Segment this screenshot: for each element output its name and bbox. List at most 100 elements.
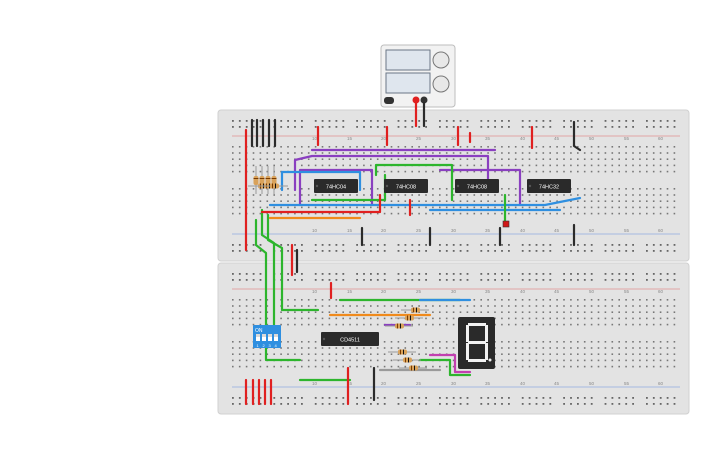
resistor[interactable] — [401, 307, 429, 313]
resistor[interactable] — [399, 365, 427, 371]
column-number-label: 60 — [658, 289, 664, 294]
column-number-label: 10 — [312, 228, 318, 233]
dip-switch-toggle[interactable] — [268, 334, 272, 341]
column-number-label: 30 — [451, 228, 457, 233]
wire-green — [254, 218, 302, 362]
wire-purple — [293, 154, 490, 192]
column-number-label: 30 — [451, 289, 457, 294]
column-number-label: 45 — [554, 289, 560, 294]
ic-chip-74hc32[interactable]: 74HC32 — [527, 179, 571, 193]
column-number-label: 60 — [658, 136, 664, 141]
dip-switch-on-label: ON — [255, 328, 263, 334]
column-number-label: 10 — [312, 289, 318, 294]
resistor[interactable] — [395, 315, 423, 321]
column-number-label: 25 — [416, 381, 422, 386]
ic-chip-label: 74HC32 — [539, 185, 559, 191]
column-number-label: 15 — [347, 136, 353, 141]
power-switch-icon — [384, 97, 394, 104]
resistor[interactable] — [385, 323, 413, 329]
column-number-label: 45 — [554, 228, 560, 233]
wire-magenta — [428, 353, 472, 374]
column-number-label: 10 — [312, 136, 318, 141]
column-number-label: 55 — [624, 136, 630, 141]
dip-switch-position-label: 3 — [269, 343, 272, 348]
column-number-label: 20 — [381, 136, 387, 141]
breadboard-bottom[interactable] — [217, 262, 690, 415]
wire-black — [572, 120, 582, 152]
resistor[interactable] — [259, 166, 265, 194]
column-number-label: 50 — [589, 289, 595, 294]
column-number-label: 25 — [416, 228, 422, 233]
column-number-label: 15 — [347, 381, 353, 386]
column-number-label: 30 — [451, 381, 457, 386]
column-number-label: 60 — [658, 381, 664, 386]
column-number-label: 50 — [589, 136, 595, 141]
wire-blue — [268, 196, 582, 207]
positive-terminal-icon — [412, 96, 420, 104]
column-number-label: 60 — [658, 228, 664, 233]
column-number-label: 40 — [520, 136, 526, 141]
dip-switch-position-label: 1 — [257, 343, 260, 348]
ic-chip-label: 74HC08 — [396, 185, 416, 191]
current-knob-icon — [432, 75, 450, 93]
column-number-label: 15 — [347, 228, 353, 233]
resistor[interactable] — [271, 166, 277, 194]
column-number-label: 20 — [381, 381, 387, 386]
dip-switch-toggle[interactable] — [274, 334, 278, 341]
column-number-label: 25 — [416, 136, 422, 141]
column-number-label: 55 — [624, 289, 630, 294]
seven-segment-display[interactable] — [458, 317, 495, 369]
dip-switch-position-label: 2 — [263, 343, 266, 348]
column-number-label: 55 — [624, 381, 630, 386]
led-icon[interactable] — [502, 220, 510, 228]
ic-chip-label: 74HC08 — [467, 185, 487, 191]
wire-red — [260, 193, 382, 214]
column-number-label: 45 — [554, 136, 560, 141]
column-number-label: 20 — [381, 228, 387, 233]
ic-chip-74hc08[interactable]: 74HC08 — [384, 179, 428, 193]
wire-green — [418, 358, 472, 377]
ic-chip-label: 74HC04 — [326, 185, 346, 191]
column-number-label: 15 — [347, 289, 353, 294]
resistor[interactable] — [253, 166, 259, 194]
dip-switch-toggle[interactable] — [262, 334, 266, 341]
wire-purple — [298, 168, 374, 207]
column-number-label: 35 — [485, 289, 491, 294]
dip-switch-position-label: 4 — [275, 343, 278, 348]
dip-switch-toggle[interactable] — [256, 334, 260, 341]
column-number-label: 35 — [485, 136, 491, 141]
ic-chip-74hc04[interactable]: 74HC04 — [314, 179, 358, 193]
ic-chip-label: CD4511 — [340, 338, 360, 344]
wire-green — [266, 213, 320, 312]
current-display — [385, 72, 431, 94]
resistor[interactable] — [388, 349, 416, 355]
column-number-label: 35 — [485, 381, 491, 386]
wire-blue — [280, 170, 362, 192]
column-number-label: 10 — [312, 381, 318, 386]
column-number-label: 55 — [624, 228, 630, 233]
column-number-label: 40 — [520, 228, 526, 233]
wire-purple — [438, 168, 522, 207]
negative-terminal-icon — [420, 96, 428, 104]
resistor[interactable] — [265, 166, 271, 194]
wire-green — [374, 163, 454, 202]
column-number-label: 35 — [485, 228, 491, 233]
seven-segment-display-icon — [466, 323, 492, 362]
ic-chip-74hc08[interactable]: 74HC08 — [455, 179, 499, 193]
column-number-label: 25 — [416, 289, 422, 294]
column-number-label: 40 — [520, 289, 526, 294]
resistor[interactable] — [260, 183, 288, 189]
breadboard-top[interactable] — [217, 109, 690, 262]
power-supply[interactable] — [380, 44, 456, 108]
resistor[interactable] — [393, 357, 421, 363]
ic-chip-cd4511[interactable]: CD4511 — [321, 332, 379, 346]
column-number-label: 20 — [381, 289, 387, 294]
column-number-label: 45 — [554, 381, 560, 386]
column-number-label: 30 — [451, 136, 457, 141]
column-number-label: 50 — [589, 381, 595, 386]
voltage-knob-icon — [432, 51, 450, 69]
column-number-label: 40 — [520, 381, 526, 386]
voltage-display — [385, 49, 431, 71]
